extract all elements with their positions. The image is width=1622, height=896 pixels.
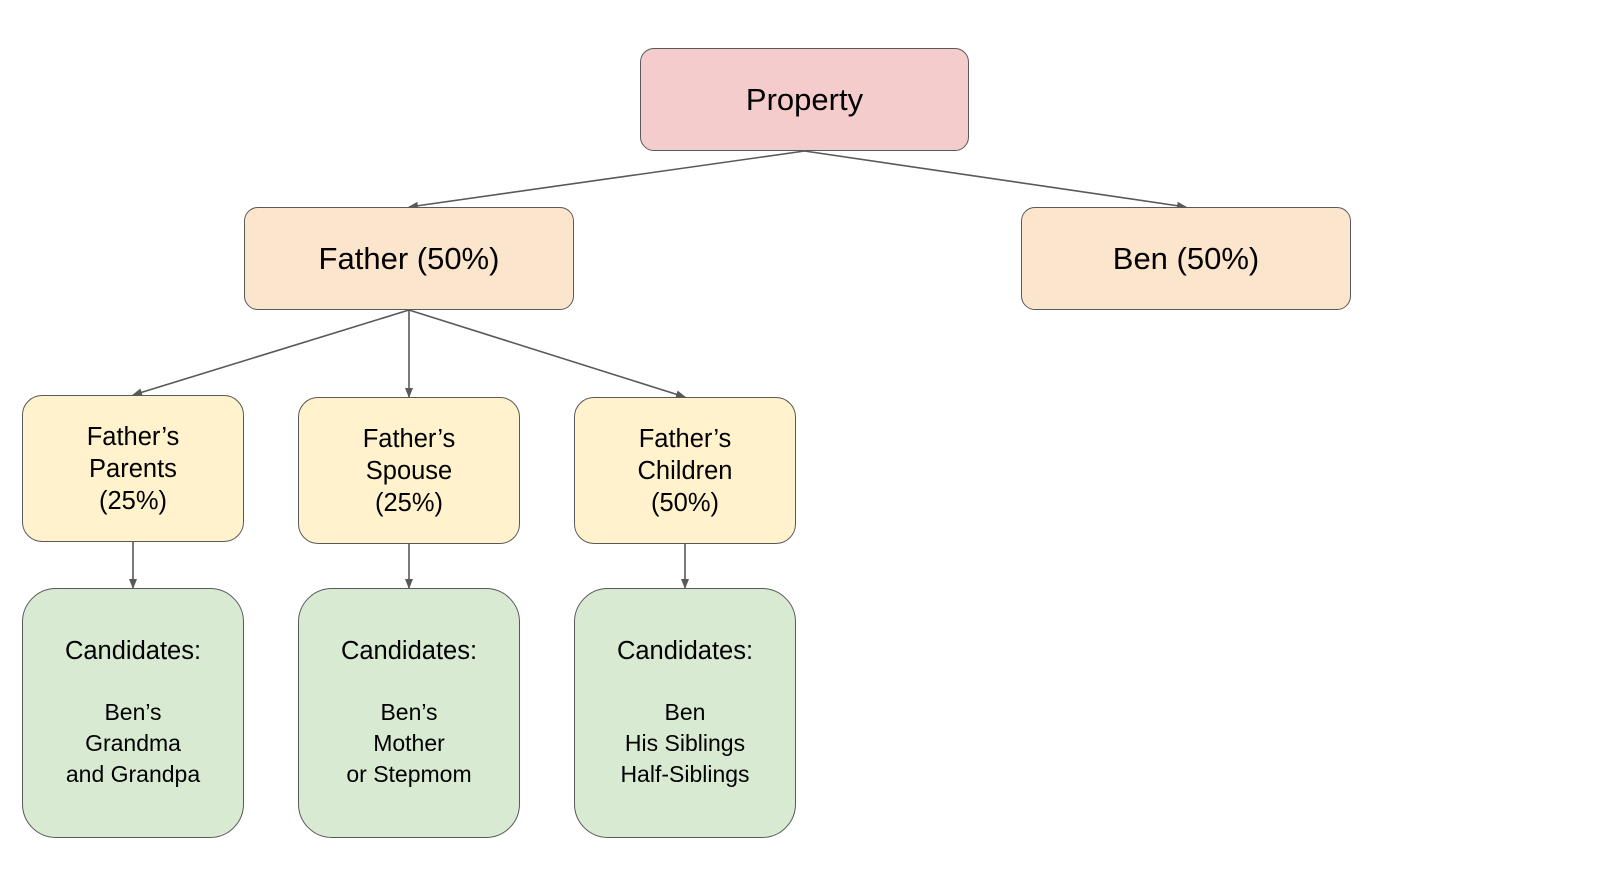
fathers-parents-line-3: (25%)	[98, 486, 168, 515]
fathers-parents-line-2: Parents	[89, 454, 177, 483]
arrow-father-to-fathers-parents	[132, 309, 410, 397]
father-label: Father (50%)	[318, 240, 500, 276]
ben-label: Ben (50%)	[1112, 240, 1260, 276]
arrow-property-to-father	[408, 150, 805, 210]
arrow-property-to-ben	[804, 150, 1187, 210]
fathers-children-line-3: (50%)	[650, 488, 720, 517]
parents-candidates-line-1: Ben’s	[104, 699, 162, 725]
spouse-candidates-node: Candidates: Ben’s Mother or Stepmom	[298, 588, 520, 838]
fathers-children-line-2: Children	[637, 456, 733, 485]
children-candidates-node: Candidates: Ben His Siblings Half-Siblin…	[574, 588, 796, 838]
children-candidates-line-3: Half-Siblings	[620, 761, 750, 787]
spouse-candidates-line-1: Ben’s	[380, 699, 438, 725]
fathers-spouse-line-3: (25%)	[374, 488, 444, 517]
ben-node: Ben (50%)	[1021, 207, 1351, 310]
parents-candidates-heading: Candidates:	[64, 637, 202, 665]
children-candidates-line-1: Ben	[664, 699, 706, 725]
fathers-parents-line-1: Father’s	[86, 422, 180, 451]
fathers-spouse-node: Father’s Spouse (25%)	[298, 397, 520, 544]
fathers-parents-node: Father’s Parents (25%)	[22, 395, 244, 542]
children-candidates-line-2: His Siblings	[624, 730, 746, 756]
fathers-children-node: Father’s Children (50%)	[574, 397, 796, 544]
property-label: Property	[745, 81, 864, 117]
parents-candidates-line-3: and Grandpa	[65, 761, 201, 787]
spouse-candidates-line-3: or Stepmom	[346, 761, 472, 787]
spouse-candidates-heading: Candidates:	[340, 637, 478, 665]
fathers-children-line-1: Father’s	[638, 424, 732, 453]
fathers-spouse-line-2: Spouse	[365, 456, 453, 485]
parents-candidates-node: Candidates: Ben’s Grandma and Grandpa	[22, 588, 244, 838]
children-candidates-heading: Candidates:	[616, 637, 754, 665]
arrow-father-to-fathers-children	[408, 309, 686, 399]
father-node: Father (50%)	[244, 207, 574, 310]
property-node: Property	[640, 48, 969, 151]
fathers-spouse-line-1: Father’s	[362, 424, 456, 453]
parents-candidates-line-2: Grandma	[85, 730, 181, 756]
spouse-candidates-line-2: Mother	[373, 730, 445, 756]
